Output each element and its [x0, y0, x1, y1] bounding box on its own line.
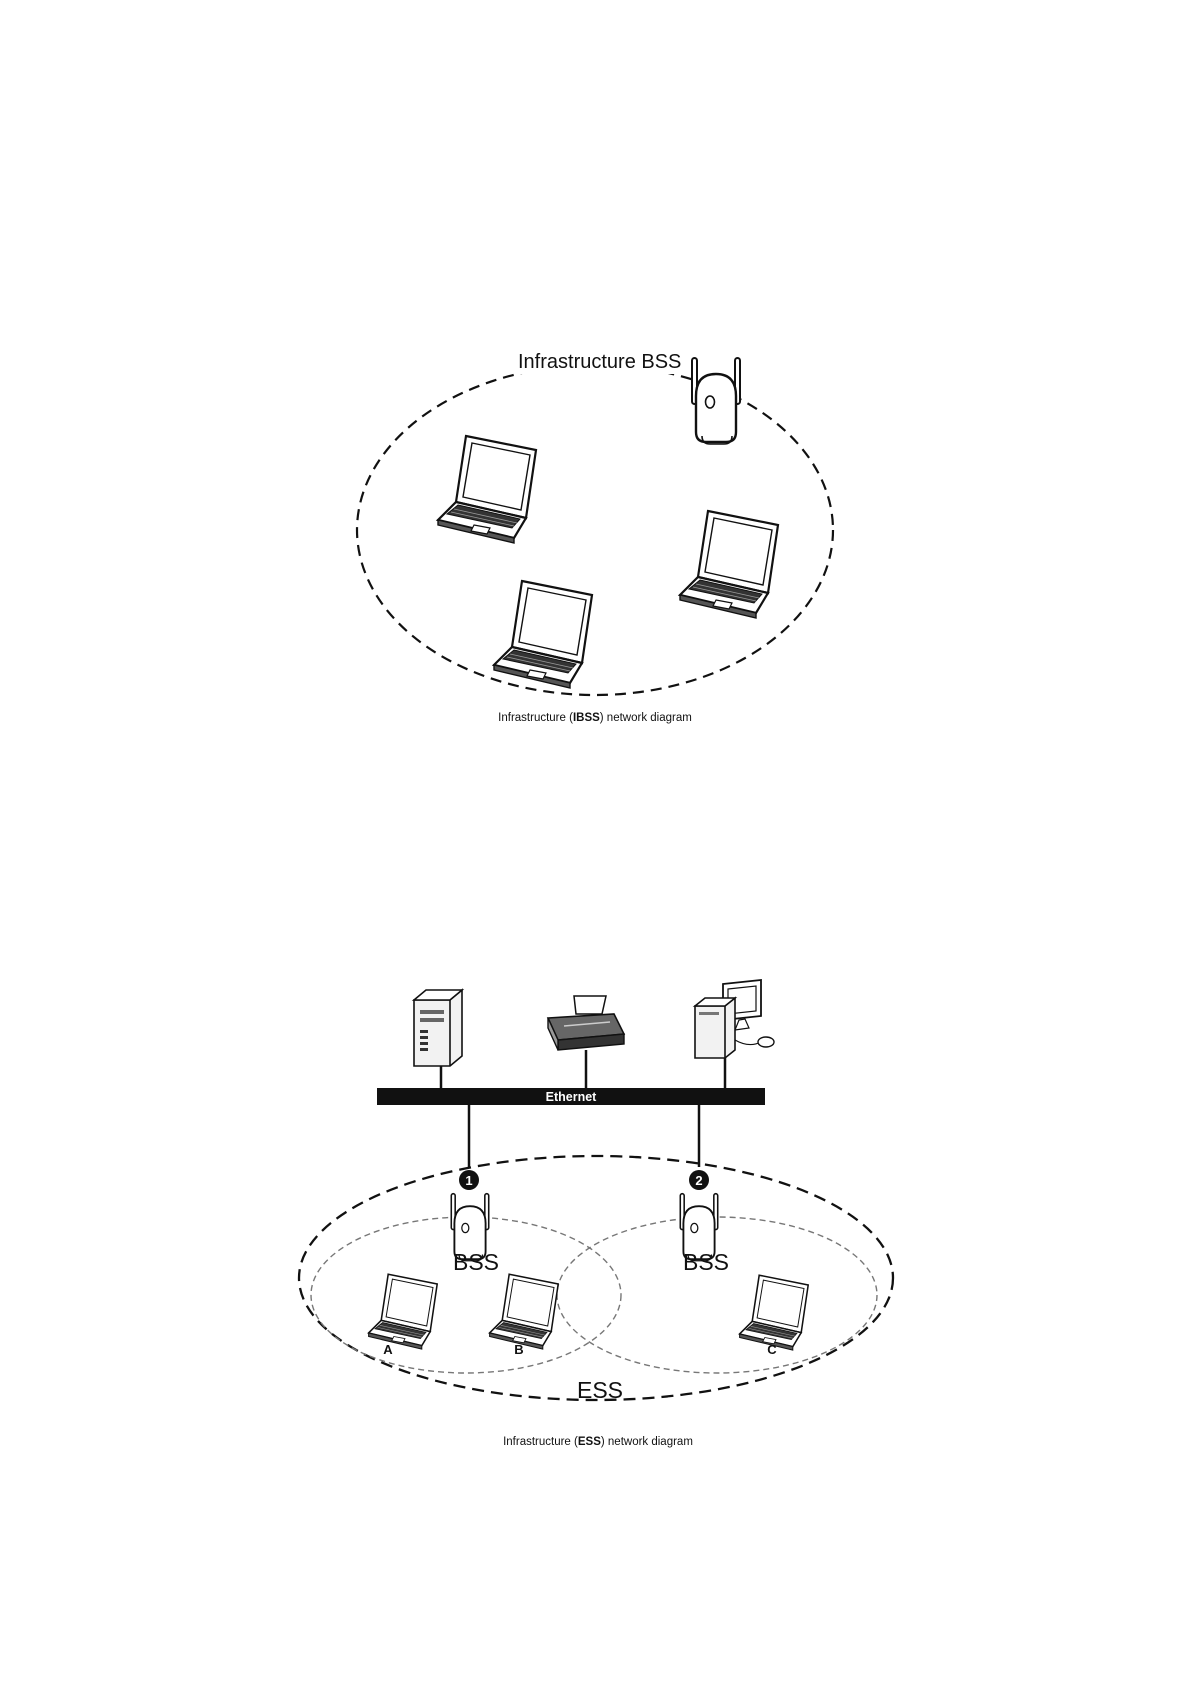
laptop-icon	[740, 1275, 809, 1350]
ap2-number-badge: 2	[689, 1170, 709, 1190]
access-point-icon	[692, 358, 740, 444]
ap1-number-badge: 1	[459, 1170, 479, 1190]
laptop-icon	[490, 1274, 559, 1349]
ethernet-label: Ethernet	[546, 1090, 598, 1104]
laptop-icon	[369, 1274, 438, 1349]
desktop-computer-icon	[695, 980, 774, 1058]
bss1-label: BSS	[453, 1249, 499, 1275]
bss-diagram-title: Infrastructure BSS	[518, 351, 681, 373]
bss-network-diagram: Infrastructure BSS Infrastructure (IBSS)…	[357, 344, 833, 724]
laptop-icon	[438, 436, 536, 543]
ess-network-diagram: Ethernet 1 2 BSS BSS A B C ESS Infrastru…	[299, 980, 893, 1448]
laptop-icon	[680, 511, 778, 618]
svg-text:2: 2	[695, 1173, 702, 1188]
bss2-label: BSS	[683, 1249, 729, 1275]
client-c-label: C	[767, 1342, 777, 1357]
bss-diagram-caption: Infrastructure (IBSS) network diagram	[498, 712, 692, 724]
ess-diagram-caption: Infrastructure (ESS) network diagram	[503, 1436, 693, 1448]
laptop-icon	[494, 581, 592, 688]
printer-icon	[548, 996, 624, 1050]
server-icon	[414, 990, 462, 1066]
svg-text:1: 1	[465, 1173, 472, 1188]
bss2-coverage-boundary	[557, 1217, 877, 1373]
client-a-label: A	[383, 1342, 393, 1357]
client-b-label: B	[514, 1342, 523, 1357]
ess-label: ESS	[577, 1377, 623, 1403]
